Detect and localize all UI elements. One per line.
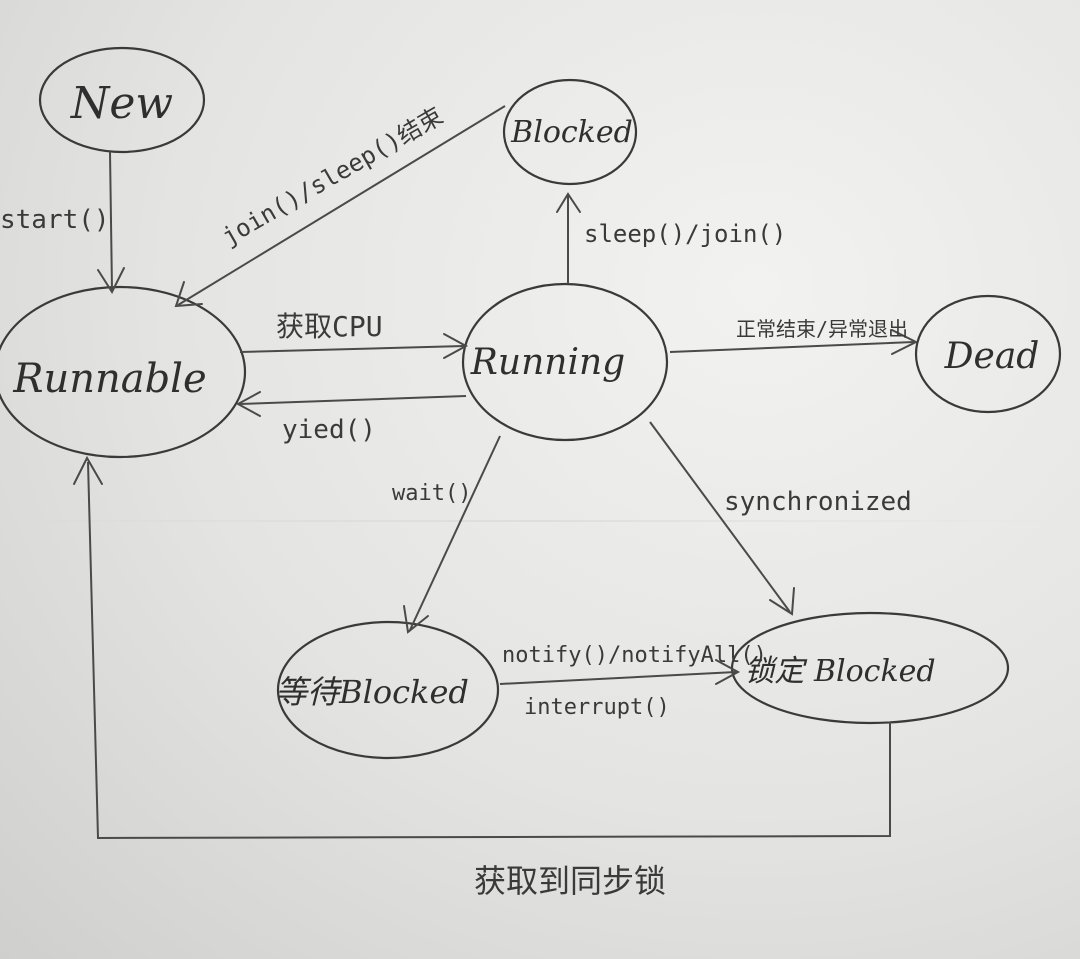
edge-start-label: start()	[0, 205, 110, 235]
edge-join-sleep-end-label: join()/sleep()结束	[217, 102, 448, 251]
edge-blocked-to-runnable-arrowhead	[174, 281, 203, 308]
node-blocked-top-label: Blocked	[510, 115, 633, 150]
edge-runnable-to-running-arrowhead	[443, 333, 469, 359]
edge-wait-to-lock-line	[499, 671, 737, 685]
edge-running-to-runnable-arrowhead	[235, 391, 261, 417]
node-lock-blocked-label: 锁定 Blocked	[744, 654, 935, 689]
edge-lock-to-runnable-line	[87, 461, 891, 840]
edge-wait-to-lock-arrowhead	[715, 659, 741, 685]
edge-interrupt-label: interrupt()	[524, 695, 670, 720]
node-dead: Dead	[914, 294, 1062, 414]
node-runnable-shape	[0, 285, 247, 459]
edge-running-to-lock-arrowhead	[769, 587, 795, 616]
node-lock-blocked: 锁定 Blocked	[730, 611, 1010, 725]
edge-running-to-runnable: yied()	[235, 391, 467, 445]
edge-running-to-blocked: sleep()/join()	[556, 192, 786, 284]
edge-runnable-to-running-line	[239, 345, 465, 353]
edge-get-cpu-label: 获取CPU	[276, 310, 383, 343]
edge-running-to-wait-line	[409, 435, 501, 631]
node-dead-shape	[914, 294, 1062, 414]
edge-synchronized-label: synchronized	[724, 487, 912, 517]
node-blocked-top: Blocked	[502, 78, 638, 186]
node-wait-blocked-shape	[276, 620, 500, 760]
node-wait-blocked-label: 等待Blocked	[275, 673, 469, 711]
node-runnable: Runnable	[0, 285, 247, 459]
node-wait-blocked: 等待Blocked	[275, 620, 500, 760]
edge-running-to-dead-line	[669, 341, 915, 353]
edge-running-to-wait-arrowhead	[403, 605, 429, 634]
edge-new-to-runnable-line	[109, 151, 113, 291]
node-dead-label: Dead	[944, 336, 1040, 377]
node-new-label: New	[70, 78, 173, 129]
edge-wait-to-lock: notify()/notifyAll() interrupt()	[499, 643, 767, 720]
edge-running-to-dead-arrowhead	[891, 329, 919, 355]
edge-running-to-dead: 正常结束/异常退出	[669, 317, 919, 355]
edge-running-to-blocked-arrowhead	[556, 192, 581, 213]
edge-blocked-to-runnable: join()/sleep()结束	[174, 102, 506, 308]
node-new: New	[38, 46, 206, 154]
edge-blocked-to-runnable-line	[177, 105, 506, 306]
node-new-shape	[38, 46, 206, 154]
node-runnable-label: Runnable	[12, 356, 206, 402]
edge-new-to-runnable: start()	[0, 151, 125, 295]
edge-wait-label: wait()	[392, 481, 471, 506]
edge-running-to-lock-line	[649, 421, 791, 613]
edge-lock-to-runnable: 获取到同步锁	[73, 455, 891, 900]
edge-notify-label: notify()/notifyAll()	[502, 643, 767, 668]
node-running-label: Running	[470, 342, 625, 383]
edge-yield-label: yied()	[282, 415, 376, 445]
edge-running-to-wait: wait()	[392, 435, 501, 634]
edge-get-lock-label: 获取到同步锁	[474, 862, 666, 900]
edge-runnable-to-running: 获取CPU	[239, 310, 469, 359]
edge-running-to-lock: synchronized	[649, 421, 912, 616]
edge-running-to-runnable-line	[239, 395, 467, 405]
node-running-shape	[461, 282, 669, 442]
edge-lock-to-runnable-arrowhead	[73, 455, 103, 485]
edge-normal-end-label: 正常结束/异常退出	[736, 317, 908, 341]
node-blocked-top-shape	[502, 78, 638, 186]
edge-new-to-runnable-arrowhead	[97, 267, 125, 295]
paper-fold	[0, 520, 1080, 522]
node-running: Running	[461, 282, 669, 442]
edge-sleep-join-label: sleep()/join()	[584, 220, 786, 248]
